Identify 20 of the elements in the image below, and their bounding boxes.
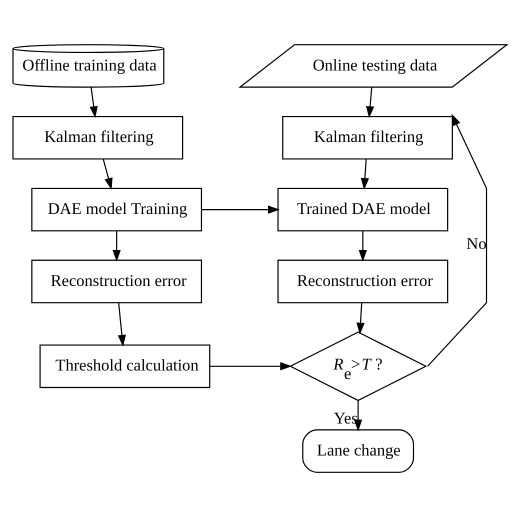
node-box: Kalman filtering [282,116,453,160]
edge-label: No [466,234,487,254]
arrow [112,230,121,262]
arrow [358,230,367,262]
arrow [366,87,374,118]
arrow [90,87,98,118]
arrow [356,303,365,335]
arrow [360,159,369,190]
node-box: Reconstruction error [31,260,202,304]
node-box: DAE model Training [31,188,202,232]
node-box: Reconstruction error [277,260,448,304]
node-box: Lane change [302,429,414,473]
node-box: Threshold calculation [40,344,210,388]
arrow [202,205,280,214]
arrow [427,114,488,367]
arrow [118,302,126,347]
arrow [102,158,113,190]
node-box: Trained DAE model [277,188,448,232]
node-box: Kalman filtering [12,116,184,160]
arrow [210,362,292,370]
